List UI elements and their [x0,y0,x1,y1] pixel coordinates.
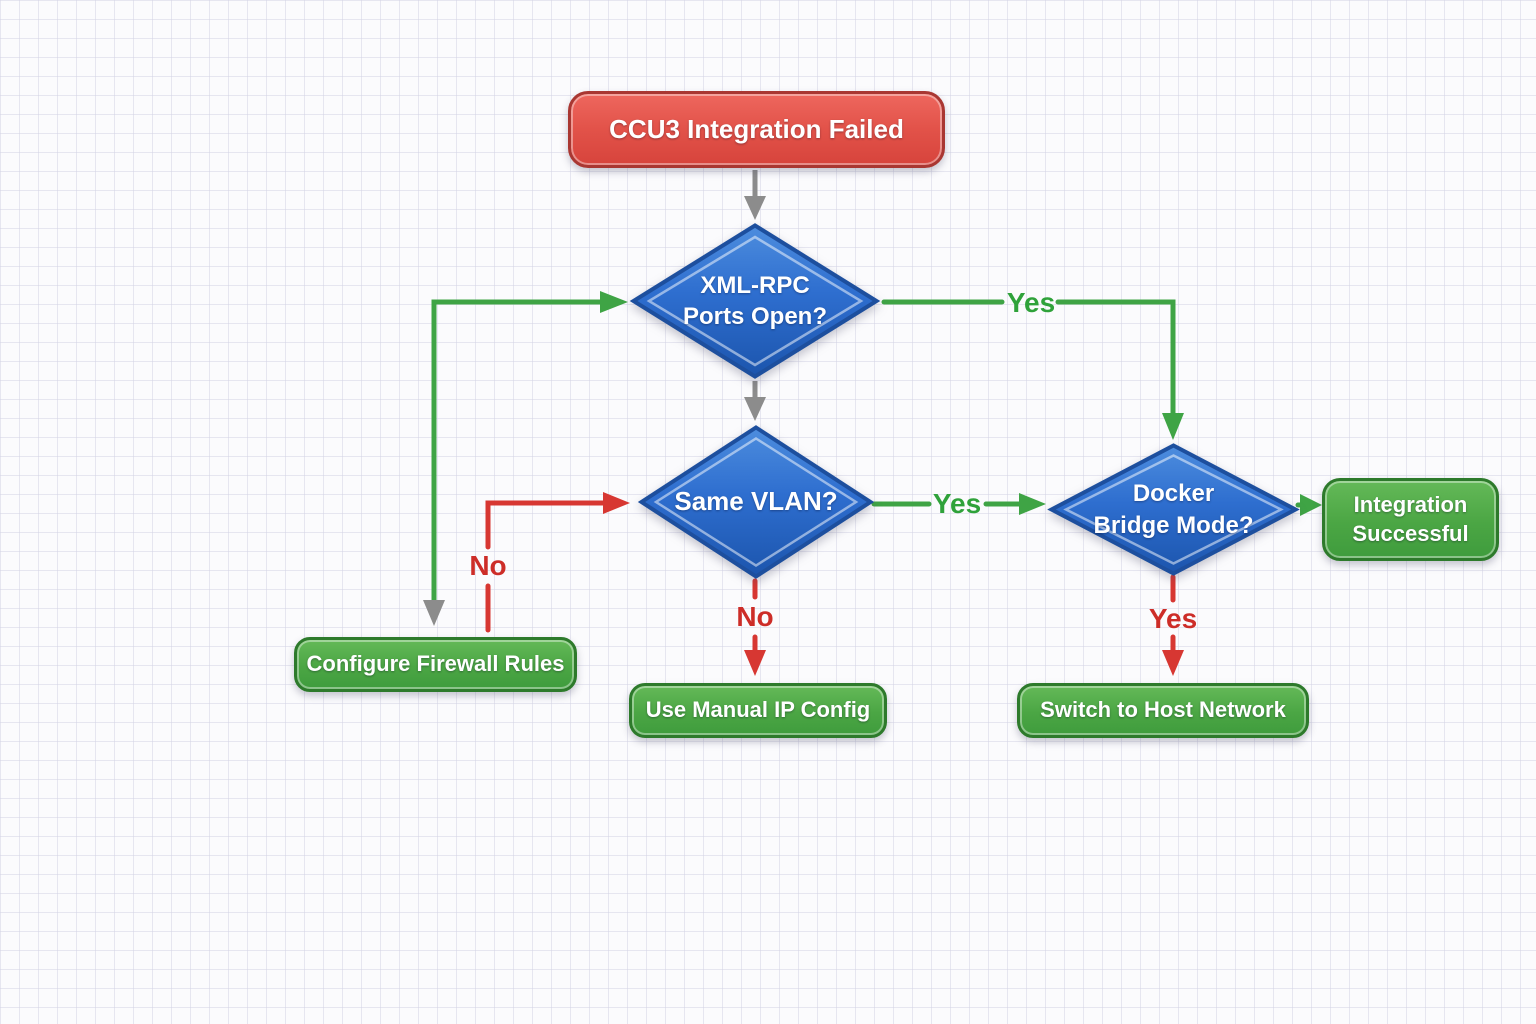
edge-label-vlan-no: No [736,601,774,632]
node-action-configure-firewall: Configure Firewall Rules [294,637,577,692]
edge-label-firewall-no: No [469,550,507,581]
diamond-shape [629,223,881,379]
node-decision-docker-bridge: Docker Bridge Mode? [1047,443,1300,576]
node-decision-same-vlan-label: Same VLAN? [674,486,838,517]
node-start-alert-label: CCU3 Integration Failed [609,113,904,144]
node-action-manual-ip: Use Manual IP Config [629,683,887,738]
node-decision-same-vlan: Same VLAN? [637,425,875,579]
diamond-shape [1047,443,1300,576]
edge-label-docker-yes: Yes [1148,603,1198,634]
edge-docker-to-success [1295,494,1322,516]
node-decision-docker-bridge-label: Docker Bridge Mode? [1093,480,1254,539]
node-decision-xmlrpc-ports-label: XML-RPC Ports Open? [682,271,827,330]
node-action-manual-ip-label: Use Manual IP Config [645,697,871,723]
edge-xmlrpc-to-vlan [744,381,766,421]
node-action-configure-firewall-label: Configure Firewall Rules [306,651,565,677]
node-start-alert: CCU3 Integration Failed [568,91,945,168]
node-action-host-network: Switch to Host Network [1017,683,1309,738]
node-action-host-network-label: Switch to Host Network [1040,697,1286,723]
edge-firewall-loop-to-xmlrpc [423,291,628,626]
edge-start-to-xmlrpc [744,170,766,220]
diamond-shape [637,425,875,579]
edge-label-xmlrpc-yes: Yes [1006,287,1056,318]
edge-label-vlan-yes: Yes [932,488,982,519]
node-end-integration-successful: Integration Successful [1322,478,1499,561]
arrowhead-into-firewall [423,600,445,626]
node-decision-xmlrpc-ports: XML-RPC Ports Open? [629,223,881,379]
edge-firewall-no-to-vlan [485,492,630,633]
edge-xmlrpc-yes-to-docker [881,299,1184,440]
